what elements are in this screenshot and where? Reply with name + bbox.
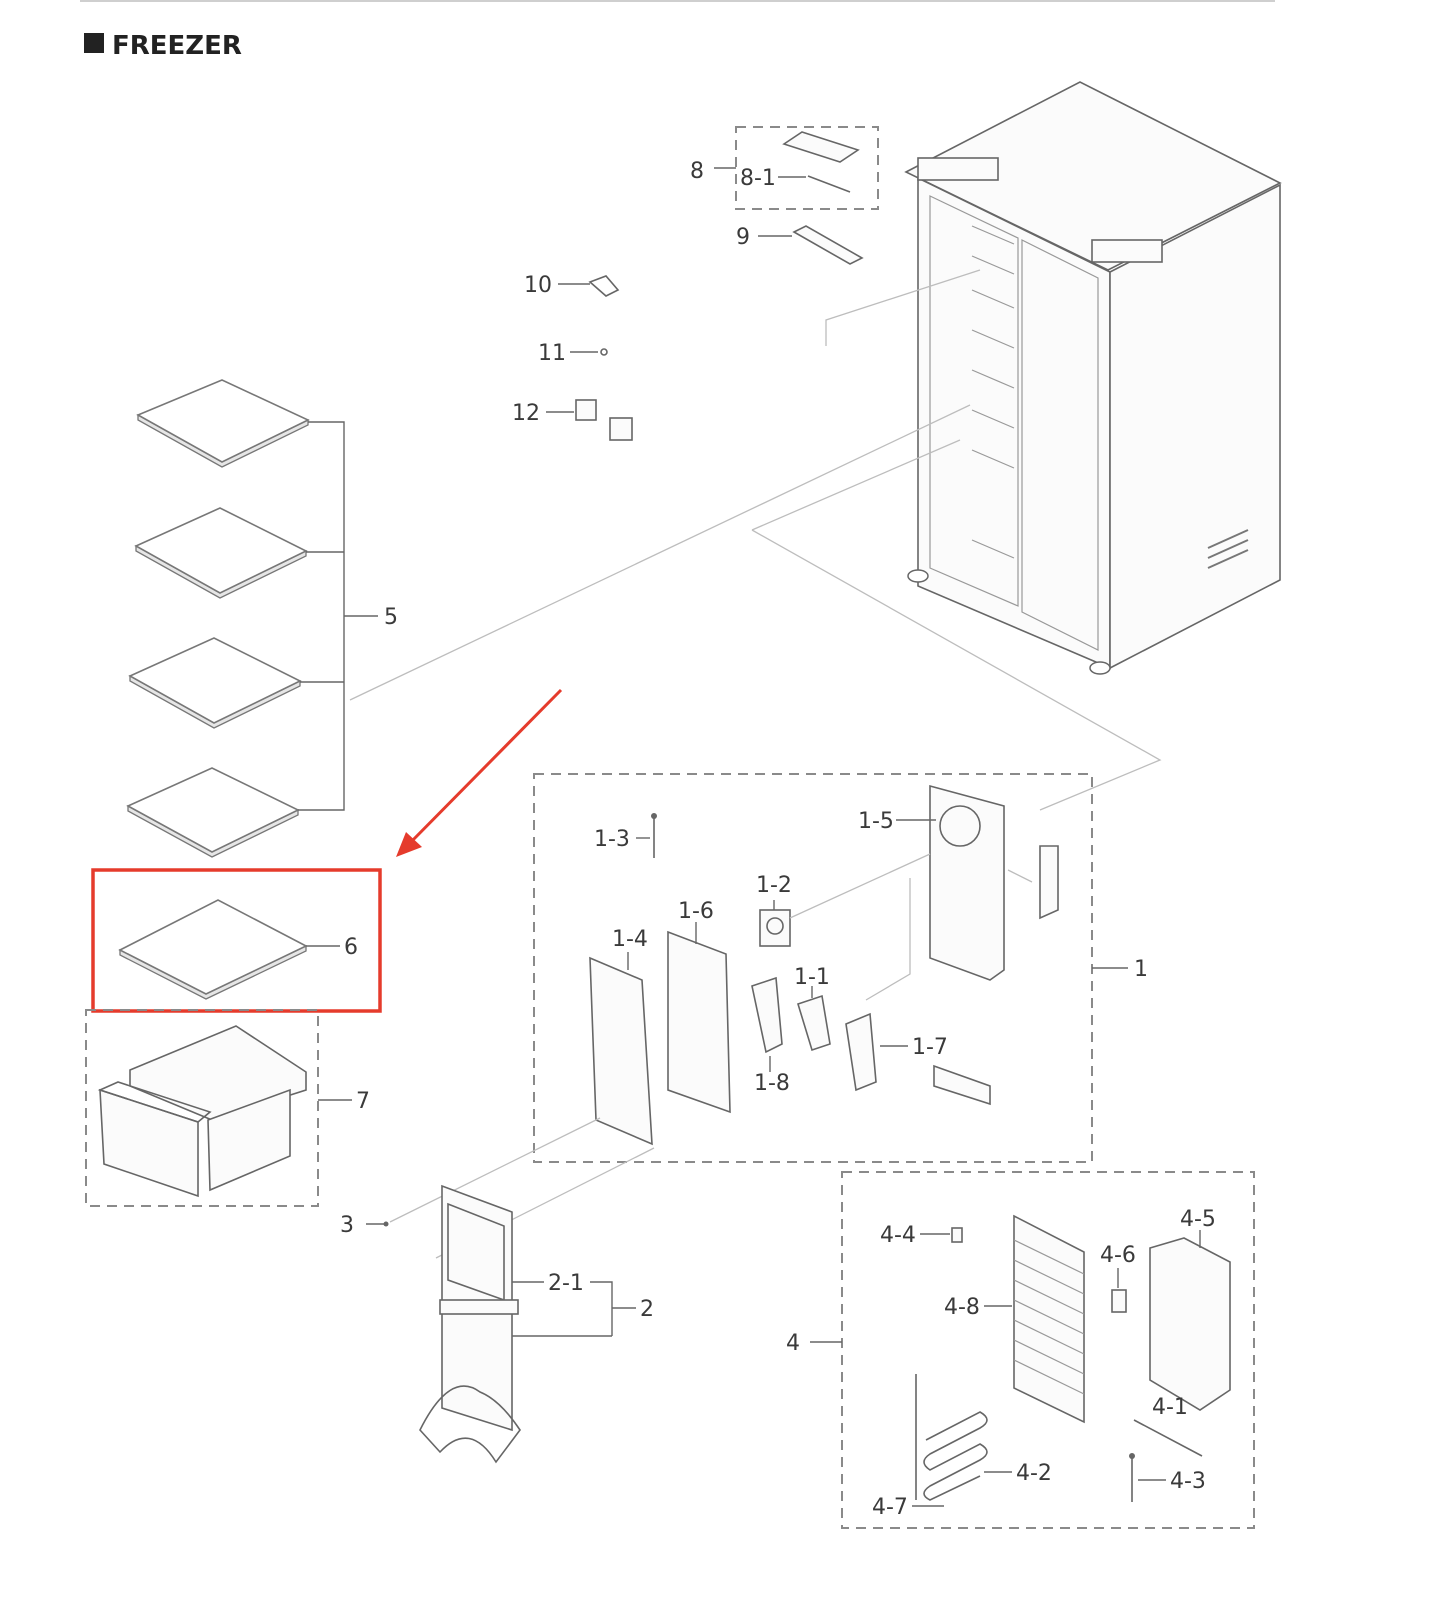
label-2: 2 — [640, 1297, 654, 1322]
label-1-8: 1-8 — [754, 1071, 790, 1096]
part-3-screw: 3 — [340, 1213, 389, 1238]
label-4-1: 4-1 — [1152, 1395, 1188, 1420]
part-1-assembly: 1 1-3 1-5 1-2 1-6 1-4 1-8 1-1 — [533, 773, 1148, 1163]
label-1-7: 1-7 — [912, 1035, 948, 1060]
label-5: 5 — [384, 605, 398, 630]
label-1-6: 1-6 — [678, 899, 714, 924]
label-10: 10 — [524, 273, 552, 298]
label-4-8: 4-8 — [944, 1295, 980, 1320]
label-1-1: 1-1 — [794, 965, 830, 990]
part-12: 12 — [512, 399, 633, 441]
label-1-2: 1-2 — [756, 873, 792, 898]
title-text: FREEZER — [112, 31, 242, 61]
label-4-3: 4-3 — [1170, 1469, 1206, 1494]
label-4-7: 4-7 — [872, 1495, 908, 1520]
part-11: 11 — [538, 341, 608, 366]
label-1-3: 1-3 — [594, 827, 630, 852]
label-4-5: 4-5 — [1180, 1207, 1216, 1232]
label-11: 11 — [538, 341, 566, 366]
label-2-1: 2-1 — [548, 1271, 584, 1296]
refrigerator-cabinet — [904, 81, 1282, 675]
label-6: 6 — [344, 935, 358, 960]
part-6-highlighted: 6 — [91, 868, 382, 1013]
label-4: 4 — [786, 1331, 800, 1356]
part-2-frame: 2-1 2 — [389, 1117, 655, 1464]
guide-lines — [349, 269, 1162, 811]
label-7: 7 — [356, 1089, 370, 1114]
label-4-2: 4-2 — [1016, 1461, 1052, 1486]
label-8: 8 — [690, 159, 704, 184]
label-4-6: 4-6 — [1100, 1243, 1136, 1268]
title-square-icon — [84, 33, 104, 53]
shelf-2 — [134, 507, 308, 599]
label-4-4: 4-4 — [880, 1223, 916, 1248]
red-arrow — [396, 688, 563, 857]
shelf-3 — [128, 637, 302, 729]
label-1-4: 1-4 — [612, 927, 648, 952]
label-8-1: 8-1 — [740, 166, 776, 191]
highlight-box — [91, 868, 382, 1013]
part-8-group: 8 8-1 — [690, 126, 879, 210]
part-4-assembly: 4 4-4 4-8 4-6 4-5 4-1 — [786, 1171, 1255, 1529]
label-1: 1 — [1134, 957, 1148, 982]
part-9: 9 — [736, 225, 864, 265]
label-3: 3 — [340, 1213, 354, 1238]
part-7-drawer: 7 — [85, 1009, 370, 1207]
label-12: 12 — [512, 401, 540, 426]
shelf-4 — [126, 767, 300, 858]
label-9: 9 — [736, 225, 750, 250]
section-title: FREEZER — [84, 31, 242, 61]
part-5-shelves: 5 — [126, 379, 398, 858]
shelf-1 — [136, 379, 310, 468]
part-10: 10 — [524, 273, 620, 298]
label-1-5: 1-5 — [858, 809, 894, 834]
